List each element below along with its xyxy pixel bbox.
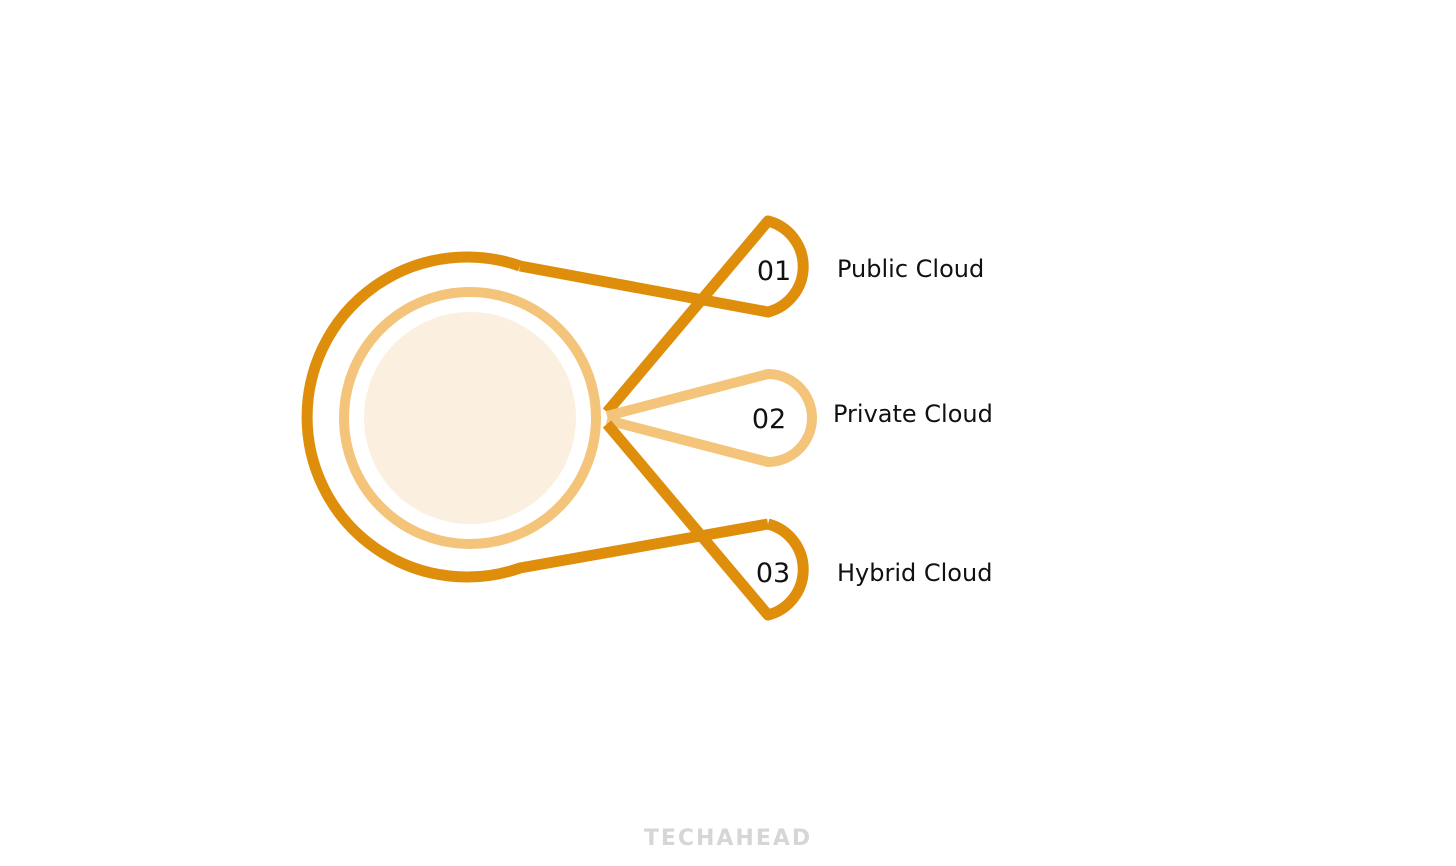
item-label-hybrid-cloud: Hybrid Cloud — [837, 559, 992, 587]
teardrop-02 — [605, 369, 817, 467]
item-label-private-cloud: Private Cloud — [833, 400, 993, 428]
item-label-public-cloud: Public Cloud — [837, 255, 984, 283]
center-disc — [364, 312, 576, 524]
item-number-02: 02 — [752, 404, 786, 435]
item-number-01: 01 — [757, 256, 791, 287]
brand-logo-text: TECHAHEAD — [644, 826, 812, 851]
teardrop-03 — [602, 420, 809, 621]
teardrop-01 — [518, 215, 809, 416]
outer-ring-with-tails — [301, 251, 769, 583]
inner-ring — [339, 287, 601, 549]
item-number-03: 03 — [756, 558, 790, 589]
